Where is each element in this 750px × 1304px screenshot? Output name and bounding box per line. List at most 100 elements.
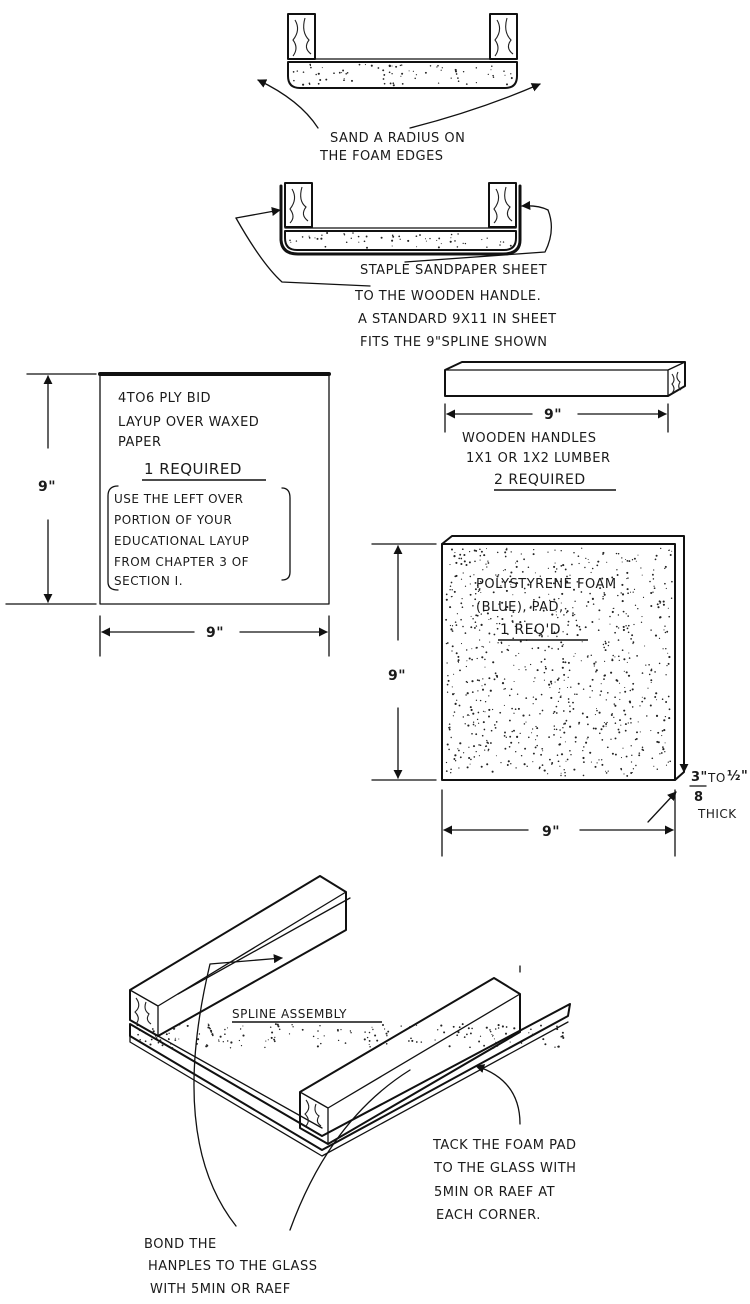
foam-dot [611, 610, 614, 614]
foam-dot [536, 669, 539, 672]
foam-dot [598, 618, 600, 620]
foam-dot [509, 735, 512, 738]
foam-dot [595, 671, 597, 673]
foam-dot [333, 72, 335, 75]
foam-dot [617, 728, 620, 731]
foam-dot [626, 588, 629, 591]
foam-dot [482, 569, 484, 571]
foam-dot [512, 637, 514, 640]
foam-dot [555, 614, 557, 616]
foam-dot [553, 734, 555, 736]
foam-dot [498, 603, 500, 605]
foam-dot [667, 695, 670, 698]
foam-dot [515, 655, 517, 657]
foam-dot [451, 693, 455, 696]
foam-dot [340, 1029, 342, 1031]
foam-dot [510, 584, 512, 586]
foam-dot [563, 614, 565, 616]
foam-dot [653, 765, 655, 767]
foam-dot [604, 642, 607, 645]
foam-dot [524, 666, 526, 668]
wood-grain [289, 186, 309, 224]
foam-dot [207, 1023, 209, 1025]
foam-dot [560, 753, 564, 756]
foam-dot [630, 638, 632, 640]
foam-dot [535, 739, 537, 741]
foam-dot [443, 1031, 446, 1034]
foam-dot [167, 1038, 170, 1041]
foam-dot [369, 1045, 371, 1048]
foam-dot [582, 688, 585, 690]
foam-dot [573, 768, 576, 771]
foam-dot [479, 699, 482, 702]
foam-dot [632, 768, 635, 770]
foam-dot [493, 633, 496, 636]
foam-dot [494, 672, 497, 675]
foam-dot [504, 731, 506, 734]
foam-dot [324, 245, 327, 248]
foam-dot [664, 715, 667, 718]
foam-dot [515, 767, 517, 769]
foam-dot [451, 650, 453, 652]
foam-dot [611, 576, 614, 579]
wooden-handle-part: 9" WOODEN HANDLES 1X1 OR 1X2 LUMBER 2 RE… [444, 361, 686, 491]
foam-dot [478, 679, 481, 682]
tack-leader [475, 1064, 521, 1125]
foam-dot [467, 724, 470, 727]
foam-dot [647, 687, 649, 689]
foam-dot [325, 78, 328, 81]
foam-dot [554, 562, 556, 564]
foam-dot [486, 237, 488, 239]
handle-right-end [489, 13, 518, 60]
foam-dot [619, 719, 621, 722]
foam-dot [598, 609, 601, 612]
foam-dot [629, 701, 632, 704]
foam-dot [368, 1039, 371, 1042]
foam-dot [587, 736, 589, 739]
foam-dot [627, 722, 629, 724]
foam-dot [482, 678, 484, 680]
foam-dot [515, 581, 517, 583]
foam-dot [502, 570, 504, 572]
foam-dot [663, 729, 666, 732]
foam-dot [466, 660, 468, 662]
foam-dot [587, 655, 589, 657]
foam-dot [511, 615, 513, 617]
foam-dot [500, 762, 502, 764]
foam-dot [450, 581, 453, 584]
foam-dot [578, 562, 580, 565]
foam-dot [457, 1031, 460, 1034]
foam-dot [454, 575, 457, 578]
foam-dot [479, 587, 481, 590]
foam-dot [549, 599, 551, 602]
foam-dot [555, 568, 558, 570]
foam-dot [219, 1035, 222, 1038]
front-handle-edges [299, 993, 521, 1145]
foam-dot [438, 237, 441, 240]
foam-dot [461, 1023, 464, 1026]
foam-dot [490, 69, 492, 71]
foam-dot [472, 721, 475, 723]
foam-dot [531, 647, 534, 650]
foam-dot [566, 686, 569, 689]
foam-dot [391, 239, 394, 242]
foam-dot [574, 600, 576, 602]
foam-dot [387, 1030, 390, 1033]
foam-dot [520, 1042, 523, 1044]
foam-dot [624, 723, 627, 726]
foam-dot [627, 592, 629, 595]
foam-dot [503, 678, 506, 680]
foam-dot [365, 235, 368, 238]
foam-dot [578, 723, 580, 725]
foam-dot [566, 758, 569, 761]
foam-dot [466, 1033, 468, 1036]
foam-dot [464, 632, 467, 634]
foam-dot [614, 631, 616, 634]
foam-dot [472, 745, 476, 748]
foam-dot [625, 755, 628, 758]
foam-dot [569, 574, 571, 576]
foam-dot [461, 606, 464, 608]
foam-dot [450, 596, 452, 598]
foam-dot [490, 729, 493, 732]
leader-arrow-right [409, 83, 541, 129]
